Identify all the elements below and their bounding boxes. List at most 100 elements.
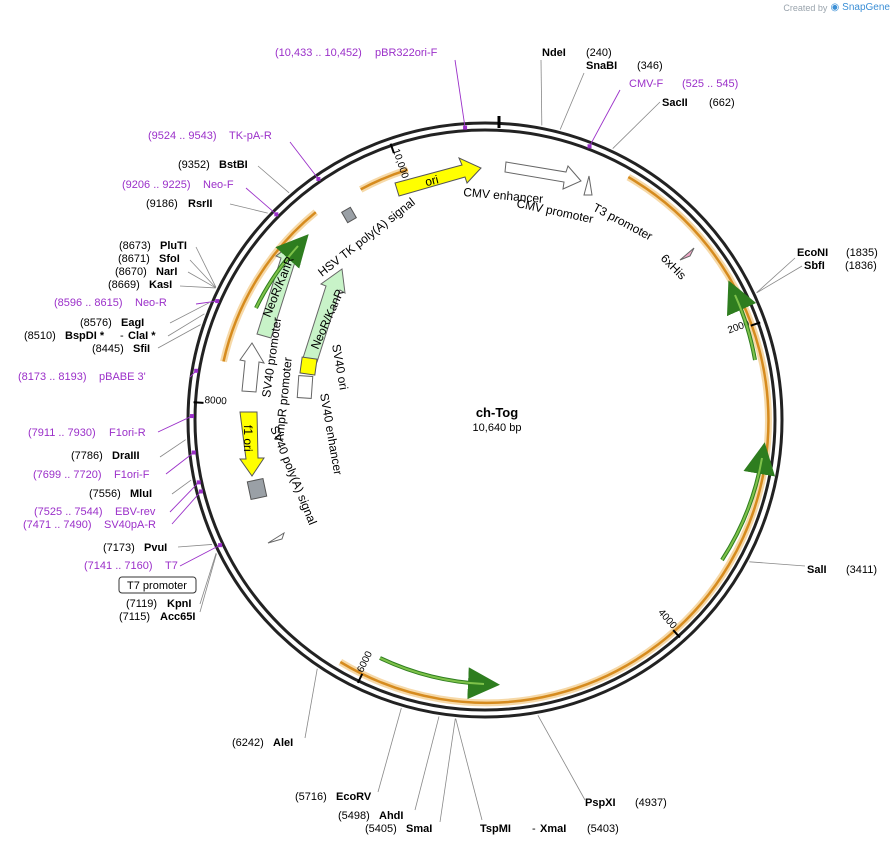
primer-tk-pa-r-range: (9524 .. 9543) [148, 130, 217, 142]
t7-promoter-feature[interactable] [267, 531, 285, 544]
site-bstbi-name: BstBI [219, 159, 248, 171]
sv40-enhancer-feature[interactable] [296, 375, 314, 399]
primer-t7-name: T7 [165, 560, 178, 572]
cds-arrow-bottom-fill [379, 657, 485, 685]
primer-site-mark[interactable] [190, 414, 195, 419]
primer-f1ori-f-name: F1ori-F [114, 469, 150, 481]
6xhis-feature[interactable] [679, 247, 695, 261]
site-kasi-pos: (8669) [108, 279, 140, 291]
site-pspxi-name: PspXI [585, 797, 616, 809]
primer-site-mark[interactable] [218, 543, 223, 548]
site-kpni-pos: (7119) [126, 598, 157, 610]
primer-sv40pa-r-range: (7471 .. 7490) [23, 519, 92, 531]
ori-feature[interactable] [394, 157, 482, 197]
site-leader [756, 265, 803, 294]
f1-ori-feature[interactable] [239, 411, 265, 477]
primer-site-mark[interactable] [191, 450, 196, 455]
t7-promoter-box-text: T7 promoter [127, 580, 187, 592]
hsv-tk-feature[interactable] [340, 206, 358, 224]
site-pvui-name: PvuI [144, 542, 167, 554]
labels: (10,433 .. 10,452) pBR322ori-F NdeI (240… [18, 47, 878, 835]
cmv-enhancer-label: CMV enhancer [463, 185, 544, 206]
primer-cmv-f-name: CMV-F [629, 78, 664, 90]
site-snabi-name: SnaBI [586, 60, 617, 72]
t7-promoter-box: T7 promoter [118, 576, 197, 594]
backbone-outer [186, 121, 784, 719]
site-leader [169, 302, 209, 324]
primer-neo-r-range: (8596 .. 8615) [54, 297, 123, 309]
site-sbfi-pos: (1836) [845, 260, 877, 272]
site-leader [171, 479, 192, 495]
neokanr-inner-feature[interactable] [302, 268, 346, 363]
primer-site-mark[interactable] [198, 489, 203, 494]
site-bspdi-sep: - [120, 330, 124, 342]
insert-arc[interactable] [222, 211, 317, 362]
site-alei-name: AleI [273, 737, 293, 749]
primer-site-mark[interactable] [215, 299, 220, 304]
site-mlui-pos: (7556) [89, 488, 121, 500]
site-ecorv-name: EcoRV [336, 791, 372, 803]
primer-site-mark[interactable] [587, 144, 592, 149]
primer-leader [165, 452, 195, 475]
insert-arc[interactable] [360, 168, 409, 191]
site-leader [199, 552, 217, 605]
site-sacii-name: SacII [662, 97, 688, 109]
site-sbfi-name: SbfI [804, 260, 825, 272]
site-draiii-pos: (7786) [71, 450, 103, 462]
site-econi-name: EcoNI [797, 247, 828, 259]
site-kpni-name: KpnI [167, 598, 191, 610]
cds-arrow-bottom[interactable] [379, 656, 500, 700]
site-sfii-name: SfiI [133, 343, 150, 355]
primer-tk-pa-r-name: TK-pA-R [229, 130, 272, 142]
site-leader [257, 165, 290, 194]
primer-site-mark[interactable] [274, 212, 279, 217]
site-bstbi-pos: (9352) [178, 159, 210, 171]
site-pluti-pos: (8673) [119, 240, 151, 252]
insert-arc[interactable] [339, 176, 770, 705]
primer-leader [171, 491, 202, 525]
scale-tick [389, 143, 395, 154]
cmv-promoter-label: CMV promoter [515, 196, 594, 226]
sv40-promoter-feature[interactable] [239, 342, 266, 393]
site-leader [537, 715, 586, 801]
primer-leader [589, 89, 621, 147]
t7-promoter-box-frame [118, 576, 197, 594]
cds-arrows [254, 234, 776, 700]
backbone-inner [193, 128, 777, 712]
site-leader [187, 271, 216, 289]
sv40-polya-feature[interactable] [246, 477, 268, 501]
site-sali-pos: (3411) [846, 564, 877, 576]
primer-site-mark[interactable] [196, 480, 201, 485]
site-smai-name: SmaI [406, 823, 432, 835]
site-acc65i-pos: (7115) [119, 611, 150, 623]
primer-ebv-rev-name: EBV-rev [115, 506, 156, 518]
site-bspdi-name2: ClaI * [128, 330, 156, 342]
site-leader [559, 72, 585, 130]
site-leader [157, 324, 201, 349]
site-eagi-pos: (8576) [80, 317, 112, 329]
primer-leader [454, 59, 466, 128]
site-pluti-name: PluTI [160, 240, 187, 252]
sv40-ori-feature[interactable] [299, 356, 318, 376]
primer-site-mark[interactable] [316, 176, 321, 181]
site-tspmi-sep: - [532, 823, 536, 835]
site-leader [439, 718, 456, 823]
ori-label: ori [424, 172, 440, 189]
site-mlui-name: MluI [130, 488, 152, 500]
site-econi-pos: (1835) [846, 247, 878, 259]
snapgene-logo-icon: ◉ [830, 2, 840, 13]
primer-site-mark[interactable] [194, 368, 199, 373]
primer-leader [179, 544, 221, 567]
cds-arrow-left-fill [255, 245, 299, 309]
site-smai-pos: (5405) [365, 823, 397, 835]
site-leader [229, 203, 268, 214]
primer-f1ori-r-range: (7911 .. 7930) [28, 427, 96, 439]
cmv-enhancer-feature[interactable] [504, 161, 582, 190]
site-bspdi-pos: (8510) [24, 330, 56, 342]
site-ndei-pos: (240) [586, 47, 612, 59]
primer-site-mark[interactable] [463, 125, 468, 130]
t3-promoter-feature[interactable] [583, 175, 593, 196]
primer-pbr322ori-f-range: (10,433 .. 10,452) [275, 47, 362, 59]
site-leaders [157, 59, 806, 823]
